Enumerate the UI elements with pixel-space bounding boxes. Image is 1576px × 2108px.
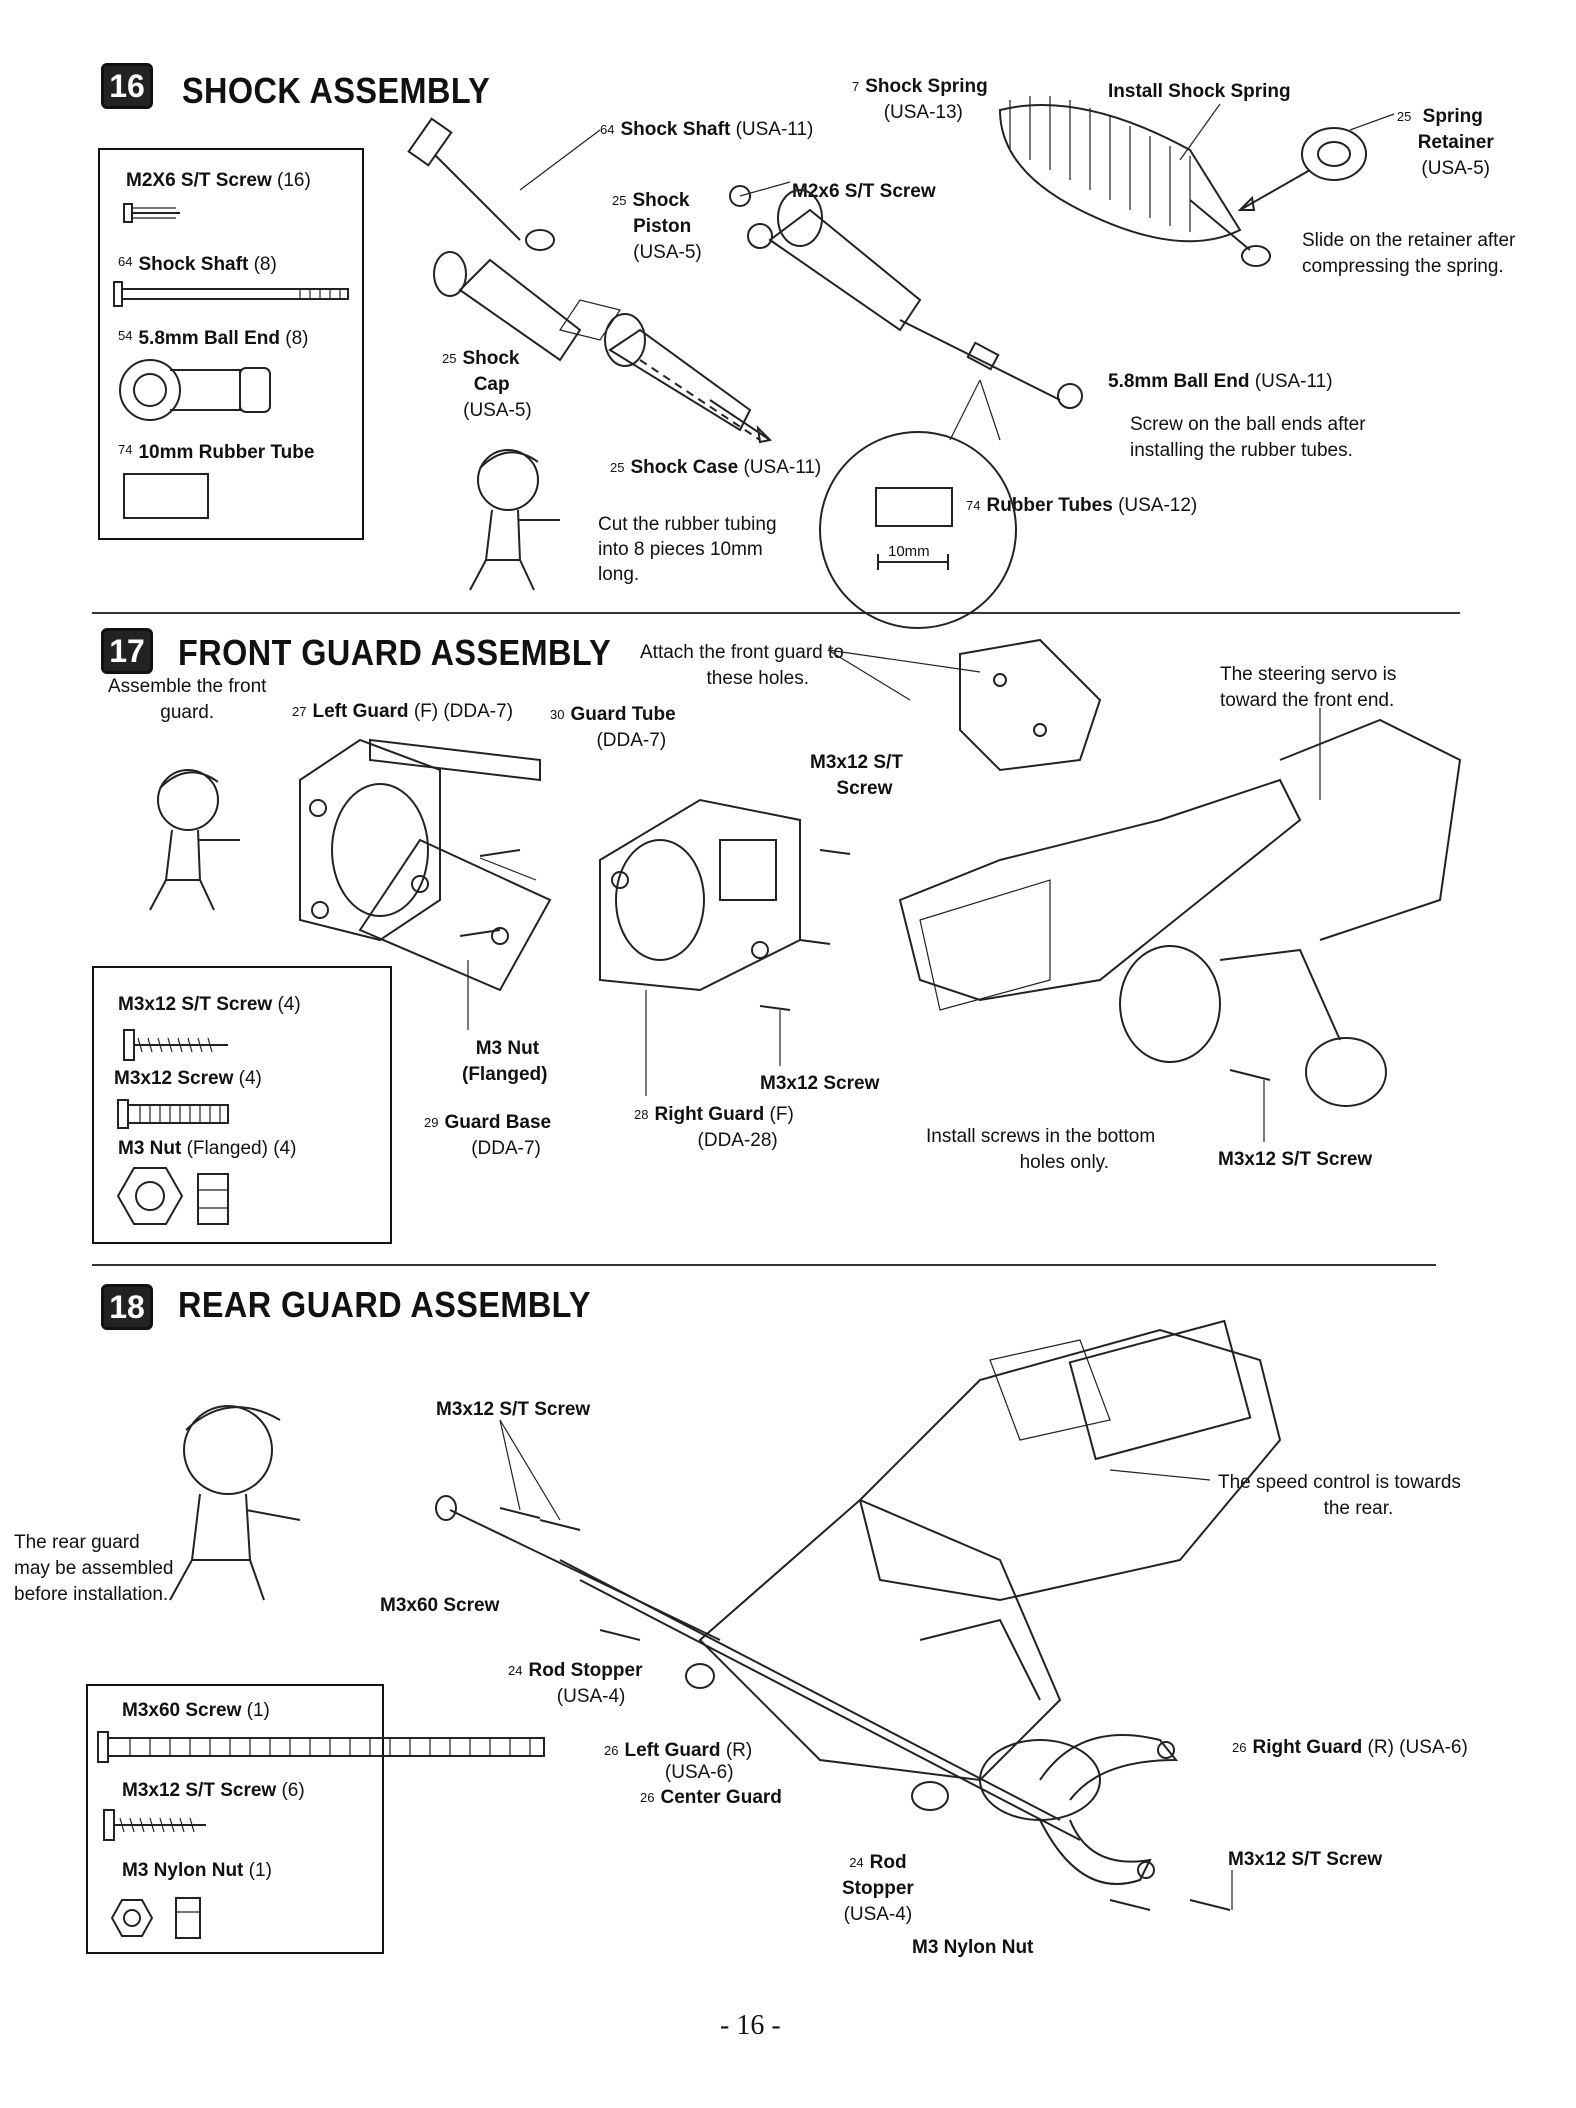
step-17-number: 17 bbox=[101, 628, 153, 674]
guard-tube-drawing bbox=[369, 738, 541, 782]
parts-item: M3x12 S/T Screw (6) bbox=[122, 1780, 305, 1801]
shock-shaft-icon bbox=[113, 281, 349, 307]
m3x12-st-screw-label: M3x12 S/T Screw bbox=[810, 752, 903, 799]
m3x60-screw-label: M3x60 Screw bbox=[380, 1595, 500, 1616]
right-guard-r-drawing bbox=[1039, 1734, 1179, 1885]
parts-item: M3x60 Screw (1) bbox=[122, 1700, 270, 1721]
shock-shaft-drawing bbox=[407, 117, 555, 251]
parts-item: M3x12 Screw (4) bbox=[114, 1068, 262, 1089]
m3-nylon-nut-icon bbox=[110, 1897, 201, 1939]
divider-16-17 bbox=[92, 612, 1460, 614]
m2x6-screw-label: M2x6 S/T Screw bbox=[792, 181, 936, 202]
m2x6-screw-icon bbox=[123, 203, 180, 223]
m3x12-st-screw-right-label: M3x12 S/T Screw bbox=[1228, 1849, 1383, 1870]
parts-item: M2X6 S/T Screw (16) bbox=[126, 170, 311, 191]
m3-nylon-nut-label: M3 Nylon Nut bbox=[912, 1937, 1034, 1958]
screws-17 bbox=[459, 849, 1271, 1081]
m3x12-st-screw-icon bbox=[123, 1029, 228, 1061]
leader-lines-17 bbox=[467, 649, 1321, 1142]
m3x60-screw-drawing bbox=[435, 1495, 721, 1641]
speed-control-note: The speed control is towards the rear. bbox=[1218, 1472, 1461, 1519]
bottom-holes-note: Install screws in the bottom holes only. bbox=[926, 1126, 1156, 1173]
rubber-tube-callout bbox=[819, 379, 1017, 629]
left-guard-f-drawing bbox=[299, 738, 441, 942]
page-number: - 16 - bbox=[720, 2010, 781, 2041]
spring-retainer-drawing bbox=[1237, 127, 1367, 211]
chassis-top-detail bbox=[959, 638, 1102, 772]
leader-lines-16 bbox=[519, 103, 1395, 197]
m3x12-st-screw-top-label: M3x12 S/T Screw bbox=[436, 1399, 591, 1420]
m3x60-screw-icon bbox=[97, 1731, 545, 1763]
divider-17-18 bbox=[92, 1264, 1436, 1266]
rear-guard-rods bbox=[559, 1559, 1081, 1841]
ball-end-icon bbox=[119, 359, 271, 421]
chassis-front-drawing bbox=[898, 718, 1462, 1107]
m3-nut-flanged-icon bbox=[116, 1167, 229, 1225]
step-18-parts-box: M3x60 Screw (1) M3x12 S/T Screw (6) M3 N… bbox=[86, 1684, 384, 1954]
m3x12-st-screw-18-icon bbox=[103, 1809, 206, 1841]
m3x12-st-screw-bottom-label: M3x12 S/T Screw bbox=[1218, 1149, 1373, 1170]
m3x12-screw-icon bbox=[117, 1099, 229, 1129]
mascot-16 bbox=[469, 449, 560, 591]
chassis-rear-drawing bbox=[698, 1319, 1282, 1821]
step-18-title: REAR GUARD ASSEMBLY bbox=[178, 1284, 592, 1325]
parts-item: M3 Nylon Nut (1) bbox=[122, 1860, 272, 1881]
screws-18 bbox=[499, 1507, 1231, 1911]
m3x12-screw-label: M3x12 Screw bbox=[760, 1073, 880, 1094]
parts-item: M3 Nut (Flanged) (4) bbox=[118, 1138, 297, 1159]
spring-retainer-label: 25 Spring Retainer (USA-5) bbox=[1396, 106, 1494, 179]
step-18-number: 18 bbox=[101, 1284, 153, 1330]
shock-cap-drawing bbox=[433, 251, 621, 362]
leader-lines-18 bbox=[499, 1419, 1233, 1910]
m3-nut-label: M3 Nut(Flanged) bbox=[462, 1038, 548, 1085]
attach-holes-note: Attach the front guard to these holes. bbox=[640, 642, 844, 689]
rubber-tube-icon bbox=[123, 473, 209, 519]
shock-piston-drawing bbox=[729, 185, 1083, 409]
shock-case-drawing bbox=[604, 313, 773, 444]
mascot-18 bbox=[169, 1405, 301, 1601]
step-16-title: SHOCK ASSEMBLY bbox=[182, 70, 491, 111]
mascot-17 bbox=[149, 769, 240, 911]
tube-dimension: 10mm bbox=[888, 543, 930, 560]
right-guard-f-drawing bbox=[599, 798, 801, 992]
shock-spring-drawing bbox=[998, 96, 1271, 267]
step-17-title: FRONT GUARD ASSEMBLY bbox=[178, 632, 612, 673]
guard-base-drawing bbox=[358, 838, 552, 992]
parts-item: M3x12 S/T Screw (4) bbox=[118, 994, 301, 1015]
ball-end-label: 5.8mm Ball End (USA-11) bbox=[1108, 371, 1333, 392]
step-16-number: 16 bbox=[101, 63, 153, 109]
install-spring-label: Install Shock Spring bbox=[1108, 81, 1291, 102]
step-17-parts-box: M3x12 S/T Screw (4) M3x12 Screw (4) M3 N… bbox=[92, 966, 392, 1244]
